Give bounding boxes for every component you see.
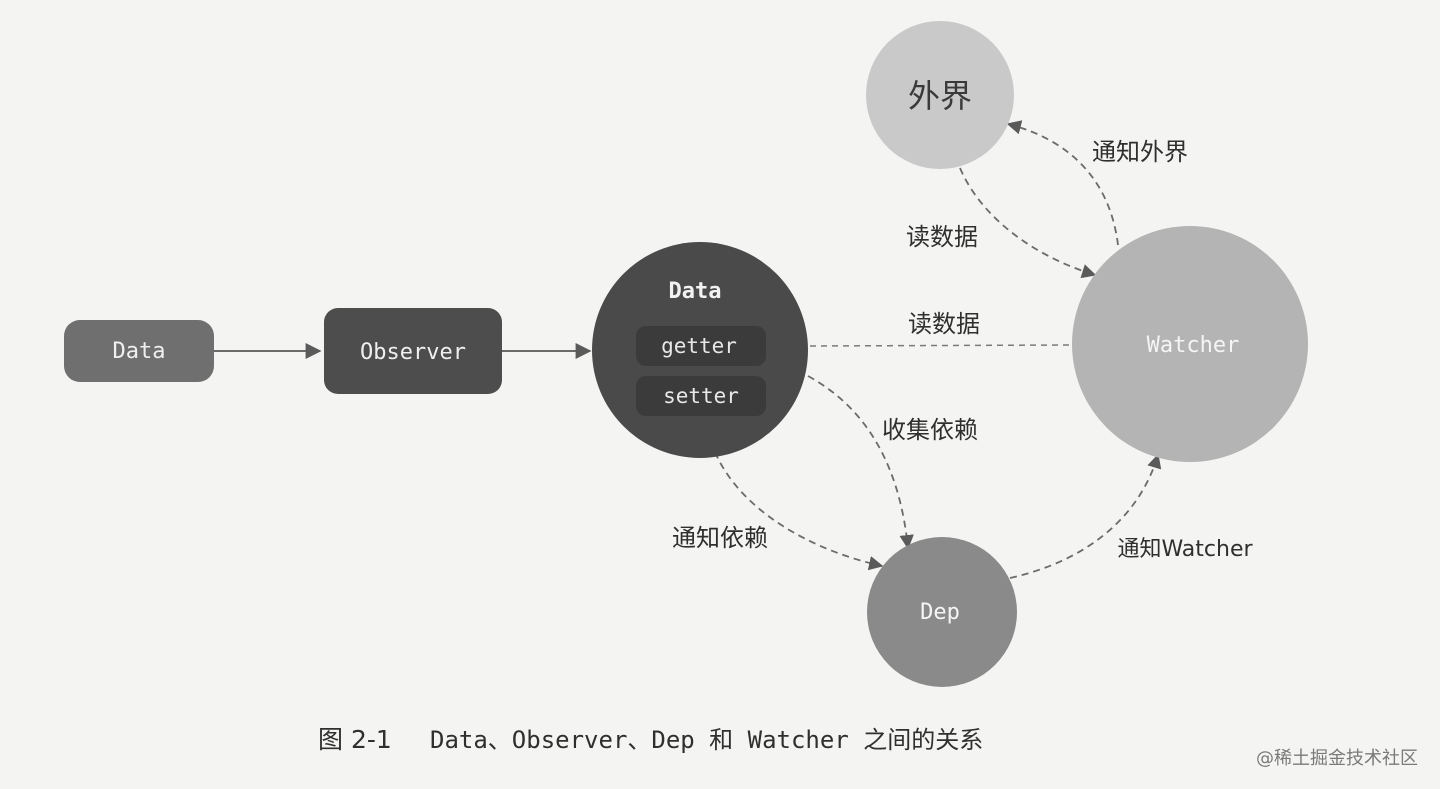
getter-pill: getter (636, 326, 766, 366)
data-box-label: Data (113, 339, 166, 364)
edge-label-collect-deps: 收集依赖 (882, 416, 978, 444)
data-circle-node: Data getter setter (592, 242, 808, 458)
observer-box-label: Observer (360, 340, 466, 365)
outside-label: 外界 (908, 77, 972, 115)
edge-setter-to-dep (807, 375, 914, 550)
edge-label-read-data-mid: 读数据 (908, 310, 980, 338)
setter-pill: setter (636, 376, 766, 416)
data-circle-label: Data (669, 279, 722, 304)
edge-dep-to-watcher (1009, 453, 1162, 579)
setter-label: setter (663, 384, 739, 408)
edge-data-to-dep (714, 451, 884, 571)
dep-label: Dep (920, 600, 960, 625)
outside-node: 外界 (866, 21, 1014, 169)
getter-label: getter (661, 334, 737, 358)
watermark-text: @稀土掘金技术社区 (1256, 748, 1418, 769)
data-box-node: Data (64, 320, 214, 382)
watcher-node: Watcher (1072, 226, 1308, 462)
edge-label-notify-deps: 通知依赖 (672, 524, 768, 552)
edge-label-notify-outside: 通知外界 (1092, 138, 1188, 166)
edge-getter-to-watcher (809, 344, 1073, 347)
observer-box-node: Observer (324, 308, 502, 394)
edge-outside-to-watcher (959, 167, 1097, 279)
edge-label-notify-watcher: 通知Watcher (1117, 537, 1253, 562)
edge-watcher-to-outside (1006, 120, 1119, 246)
figure-number: 图 2-1 (318, 725, 392, 754)
figure-caption: Data、Observer、Dep 和 Watcher 之间的关系 (430, 726, 983, 754)
dep-node: Dep (867, 537, 1017, 687)
watcher-label: Watcher (1147, 333, 1240, 358)
edge-label-read-data-top: 读数据 (906, 223, 978, 251)
